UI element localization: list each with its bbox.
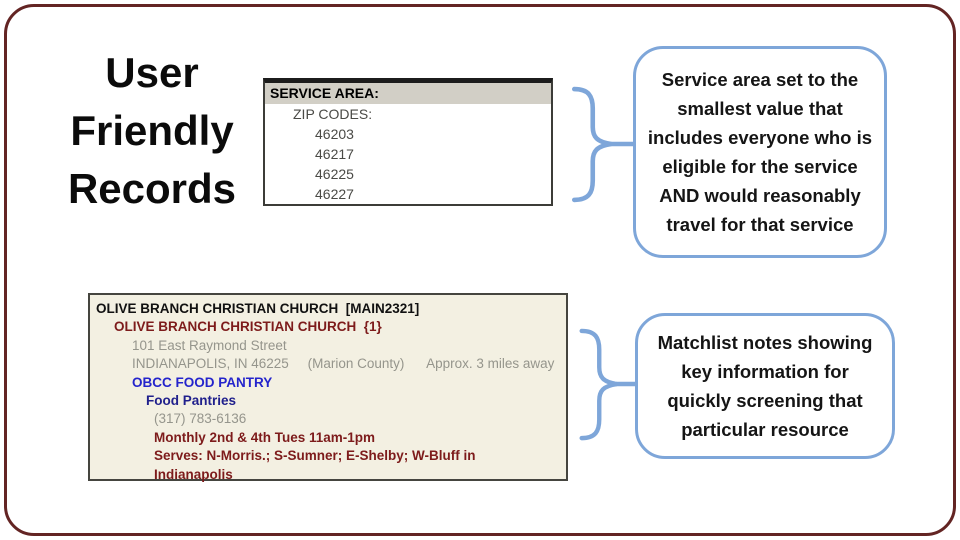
record-city-line: INDIANAPOLIS, IN 46225 (Marion County) A…: [132, 356, 555, 372]
callout-line: travel for that service: [666, 214, 854, 235]
record-program-line: OBCC FOOD PANTRY: [132, 374, 273, 390]
matchlist-record-box: OLIVE BRANCH CHRISTIAN CHURCH [MAIN2321]…: [88, 293, 568, 482]
callout-line: includes everyone who is: [647, 127, 873, 148]
service-area-header: SERVICE AREA:: [265, 83, 551, 104]
page-title: User Friendly Records: [52, 44, 252, 218]
callout-line: key information for: [681, 361, 849, 382]
zip-code-value: 46227: [315, 186, 354, 202]
service-area-callout: Service area set to the smallest value t…: [633, 46, 887, 258]
zip-code-value: 46217: [315, 146, 354, 162]
record-hours-line: Monthly 2nd & 4th Tues 11am-1pm: [154, 429, 376, 445]
callout-line: Matchlist notes showing: [657, 332, 873, 353]
record-site-line: OLIVE BRANCH CHRISTIAN CHURCH {1}: [114, 319, 382, 335]
record-phone-line: (317) 783-6136: [154, 411, 247, 427]
zip-code-value: 46225: [315, 166, 354, 182]
zip-codes-label: ZIP CODES:: [293, 106, 373, 122]
callout-line: quickly screening that: [667, 390, 863, 411]
title-line: Friendly: [70, 107, 234, 154]
record-serves-line: Serves: N-Morris.; S-Sumner; E-Shelby; W…: [154, 448, 476, 464]
callout-line: particular resource: [681, 419, 849, 440]
title-line: Records: [67, 165, 237, 212]
matchlist-callout: Matchlist notes showing key information …: [635, 313, 895, 459]
title-line: User: [105, 49, 199, 96]
record-serves-line: Indianapolis: [154, 466, 233, 482]
zip-code-value: 46203: [315, 126, 354, 142]
record-category-line: Food Pantries: [146, 393, 237, 409]
curly-brace-icon: [571, 86, 644, 203]
service-area-box: SERVICE AREA: ZIP CODES: 46203 46217 462…: [263, 78, 553, 206]
callout-line: smallest value that: [677, 98, 843, 119]
callout-line: AND would reasonably: [659, 185, 861, 206]
record-agency-line: OLIVE BRANCH CHRISTIAN CHURCH [MAIN2321]: [96, 301, 420, 316]
callout-line: eligible for the service: [662, 156, 858, 177]
callout-line: Service area set to the: [661, 69, 859, 90]
record-street-line: 101 East Raymond Street: [132, 337, 287, 353]
